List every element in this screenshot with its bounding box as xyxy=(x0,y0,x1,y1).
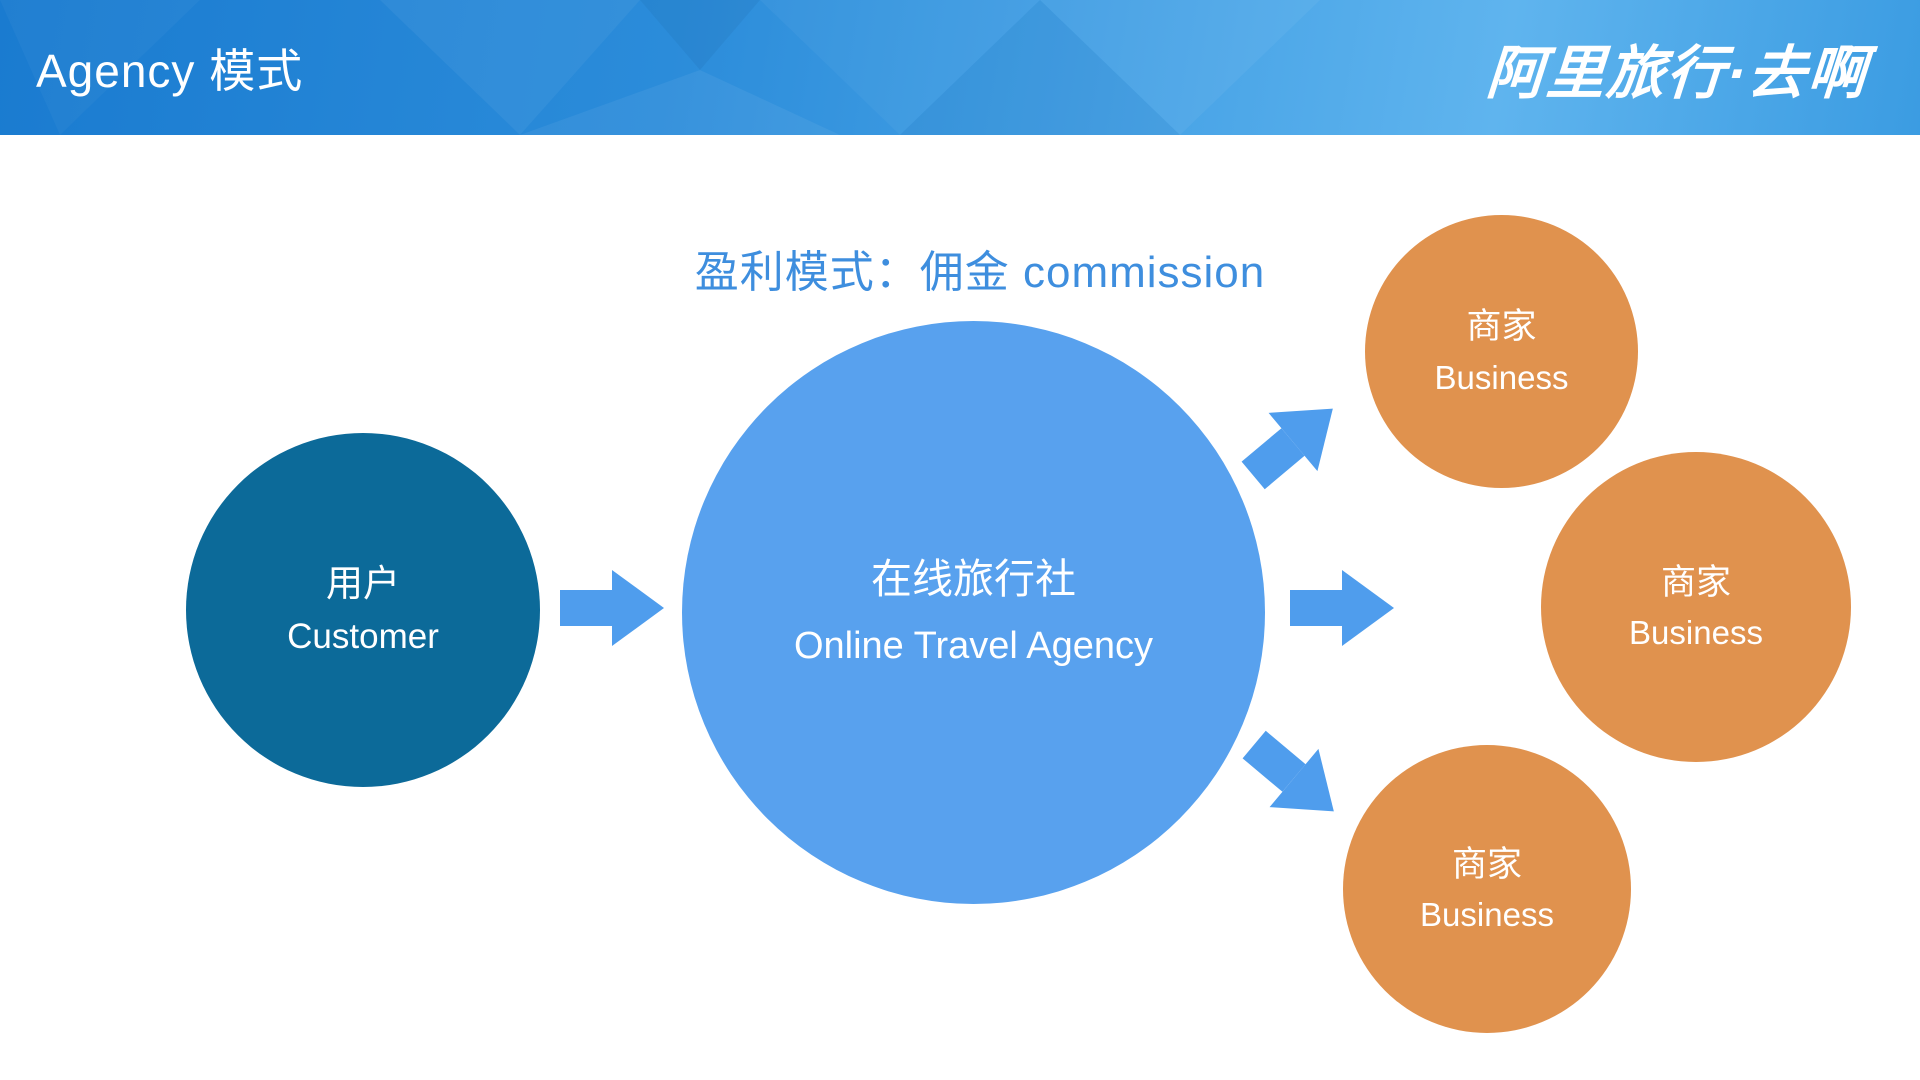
customer-node: 用户 Customer xyxy=(186,433,540,787)
arrow-up-right-icon-ota-to-business-top xyxy=(1229,379,1358,504)
ota-node: 在线旅行社 Online Travel Agency xyxy=(682,321,1265,904)
profit-model-title: 盈利模式：佣金 commission xyxy=(694,248,1266,297)
header-band: Agency 模式 阿里旅行·去啊 xyxy=(0,0,1920,135)
ota-label-cn: 在线旅行社 xyxy=(871,556,1076,603)
arrow-down-right-icon-ota-to-business-bottom xyxy=(1230,715,1359,841)
business-label-cn: 商家 xyxy=(1660,562,1731,602)
business-label-cn: 商家 xyxy=(1451,844,1522,884)
business-label-cn: 商家 xyxy=(1466,307,1537,346)
header-facet-texture xyxy=(380,0,1320,135)
page-title: Agency 模式 xyxy=(36,44,304,97)
ota-label-en: Online Travel Agency xyxy=(793,625,1154,668)
business-label-en: Business xyxy=(1420,896,1554,934)
alitrip-logo: 阿里旅行·去啊 xyxy=(1484,40,1870,106)
business-node-bottom: 商家 Business xyxy=(1343,745,1631,1033)
business-node-top: 商家 Business xyxy=(1365,215,1638,488)
arrow-right-icon-ota-to-business-right xyxy=(1290,570,1394,646)
customer-label-cn: 用户 xyxy=(326,563,400,604)
arrow-bar xyxy=(1290,590,1342,626)
arrow-head xyxy=(612,570,664,646)
business-label-en: Business xyxy=(1434,358,1569,396)
business-node-right: 商家 Business xyxy=(1541,452,1851,762)
business-label-en: Business xyxy=(1629,614,1763,652)
arrow-bar xyxy=(560,590,612,626)
arrow-head xyxy=(1342,570,1394,646)
customer-label-en: Customer xyxy=(287,617,439,657)
arrow-right-icon-customer-to-ota xyxy=(560,570,664,646)
